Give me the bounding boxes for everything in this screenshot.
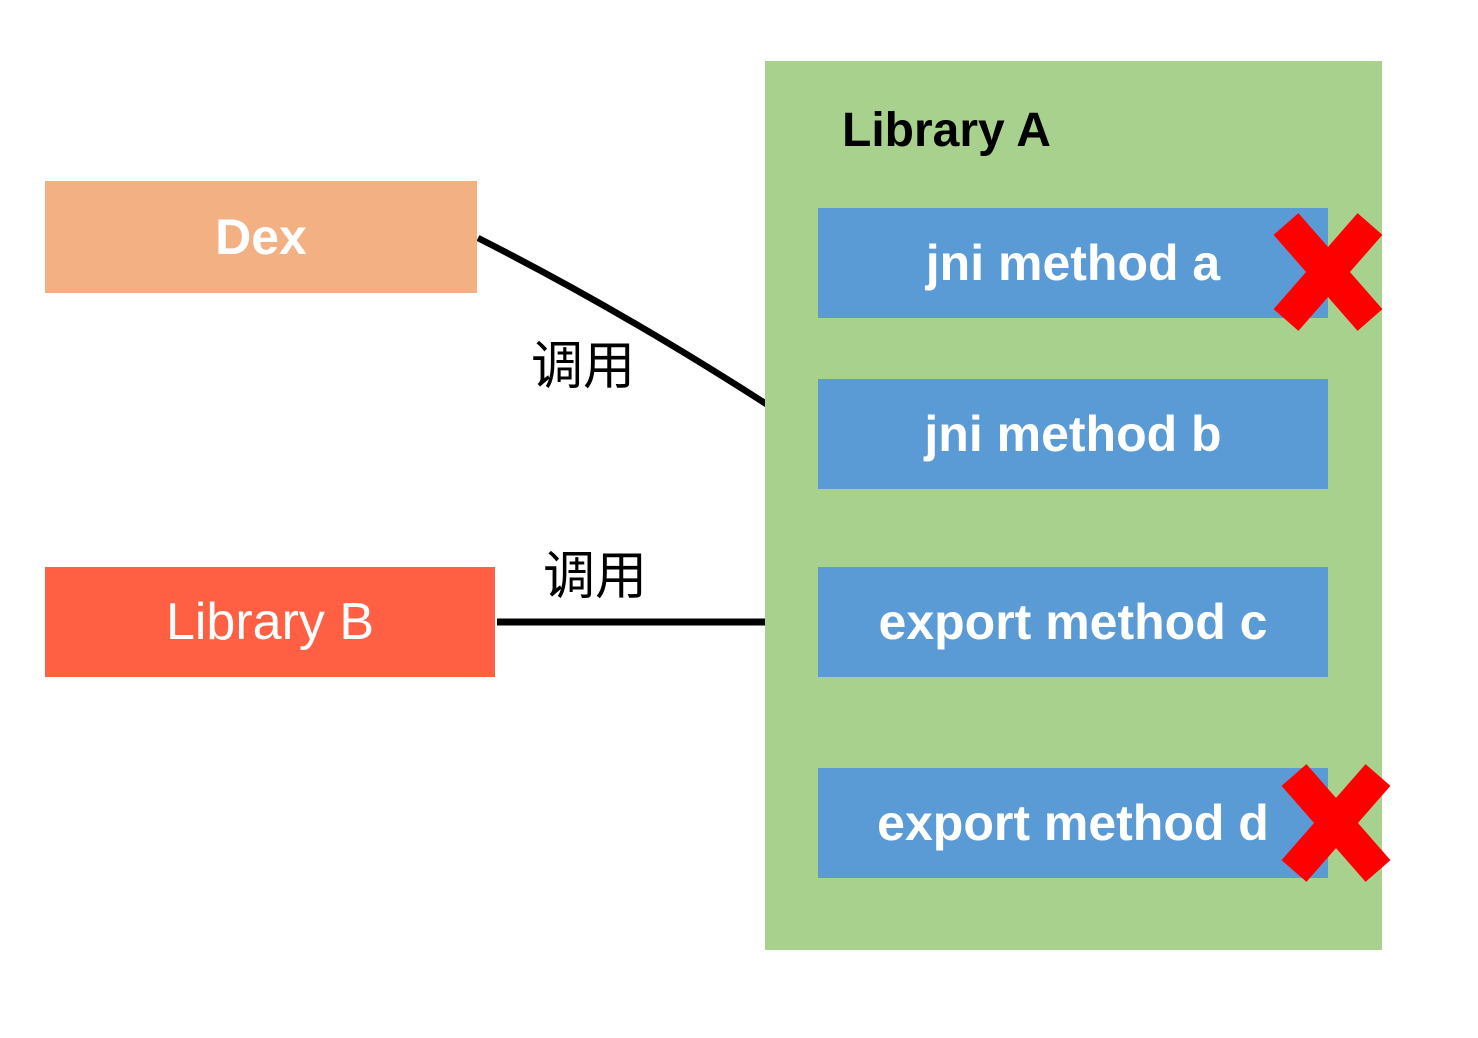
- library-b-box: Library B: [45, 567, 495, 677]
- method-box-jni-b: jni method b: [818, 379, 1328, 489]
- method-box-export-c: export method c: [818, 567, 1328, 677]
- method-label-export-d: export method d: [877, 795, 1269, 851]
- library-b-label: Library B: [165, 593, 375, 651]
- arrow-dex-to-jni-method-b: [476, 235, 810, 433]
- method-label-jni-b: jni method b: [924, 406, 1222, 462]
- dex-box: Dex: [45, 181, 477, 293]
- method-box-export-d: export method d: [818, 768, 1328, 878]
- method-box-jni-a: jni method a: [818, 208, 1328, 318]
- call-label-library-b: 调用: [543, 547, 648, 607]
- call-label-dex: 调用: [531, 337, 636, 397]
- method-label-jni-a: jni method a: [925, 235, 1221, 291]
- method-label-export-c: export method c: [878, 594, 1268, 650]
- library-a-title: Library A: [842, 104, 1051, 157]
- dex-label: Dex: [215, 209, 307, 265]
- library-a-box: Library A jni method a jni method b expo…: [765, 61, 1382, 950]
